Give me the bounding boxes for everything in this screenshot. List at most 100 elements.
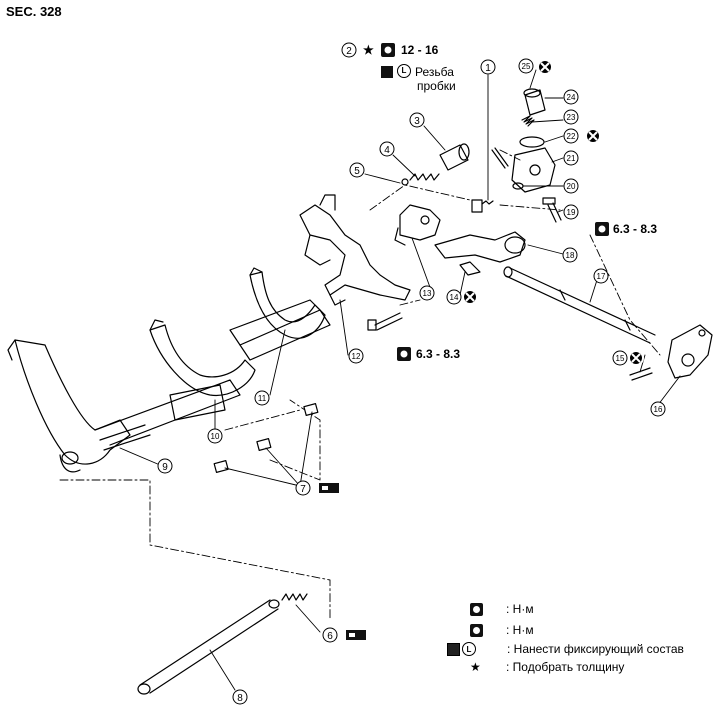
- callout-23: 23: [563, 109, 579, 125]
- svg-text:25: 25: [522, 62, 531, 71]
- lever-16: [667, 324, 713, 379]
- svg-text:2: 2: [346, 46, 352, 57]
- pin-1: [491, 149, 506, 169]
- svg-text:3: 3: [414, 116, 420, 127]
- leader-lines: [119, 69, 681, 691]
- spring-23: [521, 115, 535, 127]
- grease-icon-7: [319, 483, 339, 493]
- svg-text:13: 13: [423, 289, 432, 298]
- svg-text:6: 6: [327, 631, 333, 642]
- spring-4: [409, 173, 440, 181]
- legend-row-torque-1: : Н·м: [470, 600, 534, 618]
- torque-icons: [319, 43, 609, 640]
- lever-13: [394, 204, 441, 246]
- assembly-guide-lines: [59, 149, 661, 621]
- svg-text:8: 8: [237, 693, 243, 704]
- svg-text:1: 1: [485, 63, 491, 74]
- callout-24: 24: [563, 89, 579, 105]
- svg-text:5: 5: [354, 166, 360, 177]
- callout-10: 10: [207, 428, 223, 444]
- svg-text:19: 19: [567, 208, 576, 217]
- bracket-12: [299, 194, 411, 306]
- star-mark: ★: [363, 43, 374, 57]
- svg-text:21: 21: [567, 154, 576, 163]
- callout-3: 3: [409, 112, 425, 128]
- shift-fork-9: [7, 339, 241, 473]
- svg-text:16: 16: [654, 405, 663, 414]
- legend-row-sealant: L : Нанести фиксирующий состав: [447, 640, 684, 658]
- replace-icon-15: [628, 350, 644, 366]
- ball-5: [401, 178, 409, 186]
- replace-icon-25: [537, 59, 553, 75]
- interlock-blocks-7: [213, 403, 319, 473]
- torque-socket-icon: [470, 623, 483, 637]
- section-label: SEC. 328: [6, 4, 62, 19]
- svg-text:24: 24: [567, 93, 576, 102]
- torque-value-top: 12 - 16: [401, 43, 439, 57]
- plug-2: [471, 199, 494, 213]
- housing-21: [511, 147, 556, 193]
- callout-12: 12: [348, 348, 364, 364]
- svg-text:7: 7: [300, 484, 306, 495]
- replace-icon-14: [462, 289, 478, 305]
- plug-thread-note-2: пробки: [417, 79, 456, 93]
- shift-rod-8: [137, 599, 280, 695]
- svg-text:11: 11: [258, 394, 267, 403]
- torque-wrench-icon: [470, 602, 483, 616]
- shift-fork-10: [149, 319, 256, 421]
- sleeve-3: [439, 143, 470, 171]
- callout-1: 1: [480, 59, 496, 75]
- callout-21: 21: [563, 150, 579, 166]
- lock-L-icon: L: [397, 64, 411, 78]
- callout-22: 22: [563, 128, 579, 144]
- star-icon: ★: [470, 660, 481, 674]
- ring-22: [519, 136, 545, 148]
- svg-text:14: 14: [450, 293, 459, 302]
- callout-7: 7: [295, 480, 311, 496]
- svg-text:20: 20: [567, 182, 576, 191]
- sealant-icon-top: [381, 66, 393, 78]
- torque-value-mid: 6.3 - 8.3: [416, 347, 461, 361]
- callout-9: 9: [157, 458, 173, 474]
- callout-5: 5: [349, 162, 365, 178]
- callout-19: 19: [563, 204, 579, 220]
- callout-25: 25: [518, 58, 534, 74]
- callout-2: 2: [341, 42, 357, 58]
- bolt-19: [542, 197, 562, 223]
- cap-24: [523, 88, 546, 116]
- shift-fork-11: [229, 267, 331, 361]
- callout-15: 15: [612, 350, 628, 366]
- grease-icon-6: [346, 630, 366, 640]
- bracket-bolt: [367, 312, 403, 331]
- callout-8: 8: [232, 689, 248, 705]
- plug-thread-note-1: Резьба: [415, 65, 454, 79]
- replace-part-marks: [462, 59, 644, 366]
- spring-6: [281, 593, 308, 601]
- legend-row-selective: ★ : Подобрать толщину: [470, 660, 625, 674]
- callout-11: 11: [254, 390, 270, 406]
- torque-wrench-icon-mid: [397, 347, 411, 361]
- part-callouts: 1 2 3 4 5 6 7 8 9 10 11 12 13 14 15 16 1…: [157, 42, 666, 705]
- lock-L-icon: L: [462, 642, 476, 656]
- shaft-17: [503, 266, 656, 344]
- replace-icon-22: [585, 128, 601, 144]
- callout-6: 6: [322, 627, 338, 643]
- torque-wrench-icon-top: [381, 43, 395, 57]
- svg-text:9: 9: [162, 462, 168, 473]
- callout-17: 17: [593, 268, 609, 284]
- svg-text:17: 17: [597, 272, 606, 281]
- svg-text:10: 10: [211, 432, 220, 441]
- shift-lever-18: [434, 231, 526, 276]
- callout-4: 4: [379, 141, 395, 157]
- callout-14: 14: [446, 289, 462, 305]
- svg-text:15: 15: [616, 354, 625, 363]
- callout-18: 18: [562, 247, 578, 263]
- svg-text:18: 18: [566, 251, 575, 260]
- torque-value-right: 6.3 - 8.3: [613, 222, 658, 236]
- callout-16: 16: [650, 401, 666, 417]
- svg-text:22: 22: [567, 132, 576, 141]
- svg-text:4: 4: [384, 145, 390, 156]
- fork-rod: [99, 424, 151, 451]
- svg-text:23: 23: [567, 113, 576, 122]
